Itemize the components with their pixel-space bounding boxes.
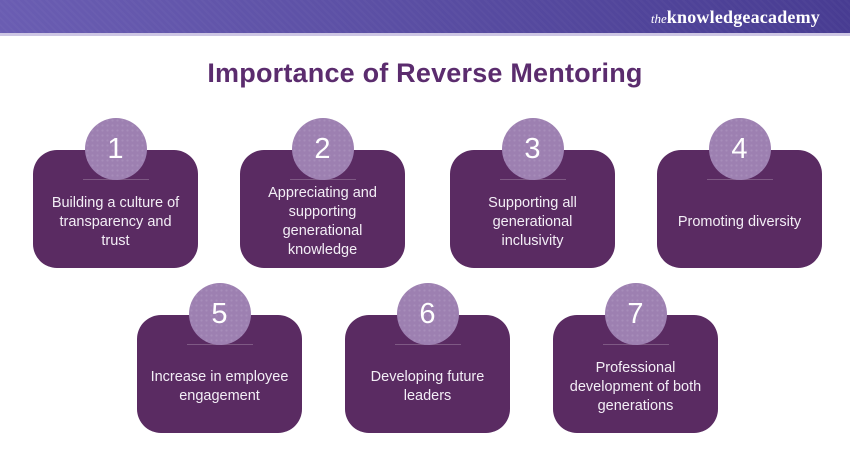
step-card-label: Appreciating and supporting generational…	[268, 185, 377, 258]
step-card-label: Promoting diversity	[677, 213, 802, 230]
brand-logo-word1: knowledge	[666, 7, 751, 27]
header-bar: theknowledgeacademy	[0, 0, 850, 36]
step-card-label: Increase in employee engagement	[150, 369, 289, 404]
step-card-1: 1 Building a culture of transparency and…	[33, 118, 198, 268]
step-number: 2	[314, 132, 331, 165]
step-card-6: 6 Developing future leaders	[345, 283, 510, 433]
step-card-label: Professional development of both generat…	[569, 359, 702, 414]
step-number: 6	[419, 297, 436, 330]
step-number-badge: 1	[84, 118, 147, 180]
step-number: 4	[731, 132, 748, 165]
step-card-7: 7 Professional development of both gener…	[553, 283, 718, 433]
step-number-badge: 3	[501, 118, 564, 180]
step-card-label: Building a culture of transparency and t…	[51, 194, 180, 249]
step-card-5: 5 Increase in employee engagement	[137, 283, 302, 433]
brand-logo-word2: academy	[750, 7, 820, 27]
step-number: 3	[524, 132, 541, 165]
step-card-3: 3 Supporting all generational inclusivit…	[450, 118, 615, 268]
brand-logo-prefix: the	[650, 11, 667, 26]
step-number: 5	[211, 297, 228, 330]
step-number-badge: 5	[188, 283, 251, 345]
step-number: 7	[627, 297, 644, 330]
page-title: Importance of Reverse Mentoring	[207, 58, 643, 88]
step-card-2: 2 Appreciating and supporting generation…	[240, 118, 405, 268]
step-number-badge: 4	[708, 118, 771, 180]
brand-logo: theknowledgeacademy	[651, 6, 820, 30]
step-card-label: Developing future leaders	[370, 369, 485, 404]
step-number-badge: 2	[291, 118, 354, 180]
step-card-4: 4 Promoting diversity	[657, 118, 822, 268]
step-number: 1	[107, 132, 124, 165]
step-number-badge: 7	[604, 283, 667, 345]
step-card-label: Supporting all generational inclusivity	[488, 194, 577, 249]
step-number-badge: 6	[396, 283, 459, 345]
